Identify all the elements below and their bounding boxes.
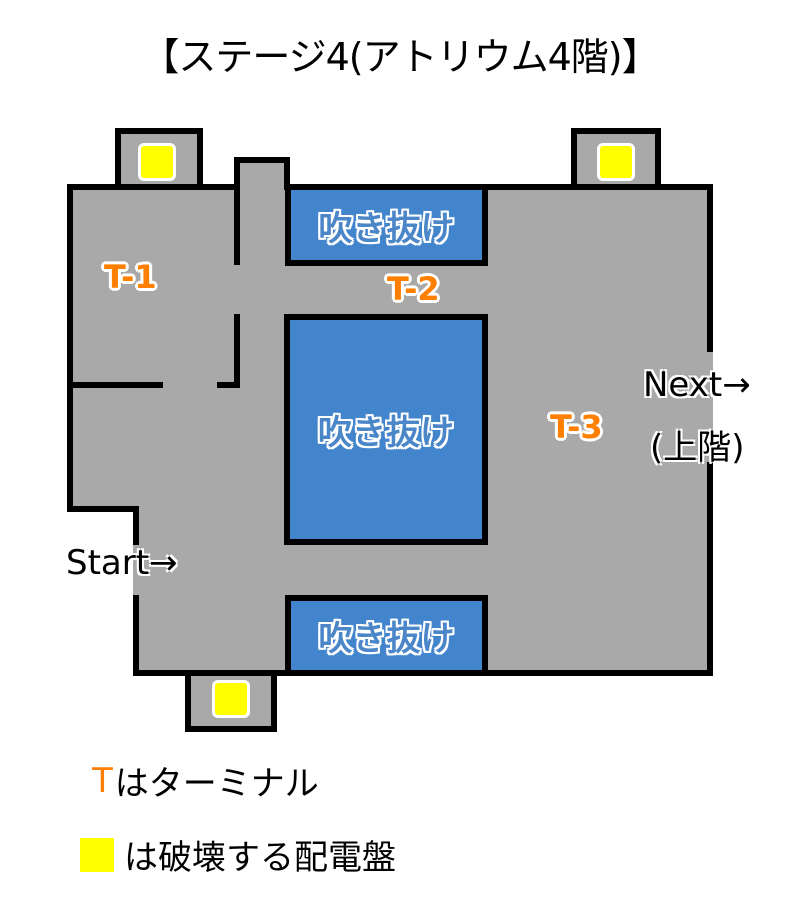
wall-left-lower-b xyxy=(133,595,139,676)
wall-left-lower-a xyxy=(133,506,139,545)
legend-panel-text: は破壊する配電盤 xyxy=(124,838,396,878)
wall-top-right xyxy=(284,184,713,190)
terminal-t1: T-1 xyxy=(104,258,157,296)
legend-terminal: T はターミナル xyxy=(80,756,319,805)
atrium-label: 吹き抜け xyxy=(318,208,455,249)
electrical-panel-icon xyxy=(138,143,176,181)
atrium-label: 吹き抜け xyxy=(318,619,455,659)
atrium-center: 吹き抜け xyxy=(284,314,488,545)
start-label: Start→ xyxy=(66,543,178,583)
wall-right-b xyxy=(707,462,713,676)
electrical-panel-icon xyxy=(597,143,635,181)
terminal-t2: T-2 xyxy=(387,270,440,308)
atrium-bottom: 吹き抜け xyxy=(285,595,488,676)
panel-swatch-icon xyxy=(80,837,114,872)
wall-left xyxy=(67,184,73,512)
terminal-t3: T-3 xyxy=(550,408,603,446)
atrium-label: 吹き抜け xyxy=(318,413,454,453)
legend-panel: は破壊する配電盤 xyxy=(80,830,396,879)
wall-inner-h-left xyxy=(67,382,163,388)
wall-right-a xyxy=(707,184,713,352)
wall-step xyxy=(67,506,139,512)
electrical-panel-icon xyxy=(212,680,250,718)
wall-column-top xyxy=(234,157,290,163)
next-floor-label: (上階) xyxy=(650,428,745,468)
atrium-top: 吹き抜け xyxy=(285,184,488,266)
panel-room-top-right xyxy=(571,128,661,190)
panel-room-top-left xyxy=(115,128,203,190)
panel-room-bottom xyxy=(185,670,277,732)
terminal-symbol: T xyxy=(92,760,113,801)
wall-column-right xyxy=(284,157,290,190)
wall-inner-vertical xyxy=(234,314,240,388)
legend-terminal-text: はターミナル xyxy=(114,764,319,804)
wall-top-left xyxy=(67,184,240,190)
page-title: 【ステージ4(アトリウム4階)】 xyxy=(141,35,659,79)
wall-inner-h-right xyxy=(217,382,240,388)
next-label: Next→ xyxy=(643,365,751,405)
wall-column-left xyxy=(234,157,240,265)
